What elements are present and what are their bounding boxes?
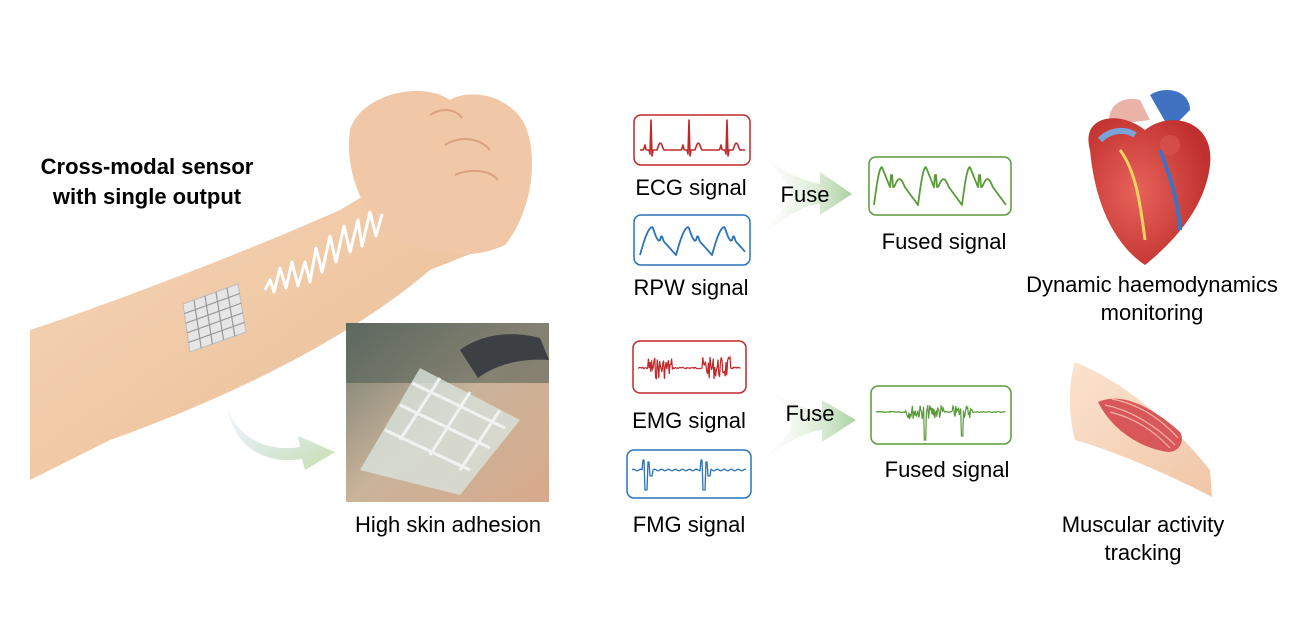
top-fuse-label: Fuse xyxy=(781,182,830,207)
top-application-line2: monitoring xyxy=(1101,300,1204,325)
ecg-label: ECG signal xyxy=(635,175,746,200)
bottom-fuse-label: Fuse xyxy=(786,401,835,426)
bottom-fused-waveform xyxy=(876,404,1006,441)
emg-waveform xyxy=(637,355,741,380)
muscle-illustration xyxy=(1069,362,1212,497)
top-fuse-arrow xyxy=(750,140,852,245)
sensor-title-line1: Cross-modal sensor xyxy=(41,154,254,179)
bottom-fused-label: Fused signal xyxy=(885,457,1010,482)
adhesion-label: High skin adhesion xyxy=(355,512,541,537)
arm-illustration xyxy=(30,91,533,480)
bottom-fused-box xyxy=(870,385,1012,445)
sensor-patch xyxy=(182,283,247,353)
rpw-waveform xyxy=(639,226,746,256)
rpw-label: RPW signal xyxy=(634,275,749,300)
bottom-fuse-arrow xyxy=(752,372,856,470)
top-fused-label: Fused signal xyxy=(882,229,1007,254)
adhesion-arrow xyxy=(228,410,335,470)
fist xyxy=(349,91,533,255)
heart-illustration xyxy=(1088,90,1211,265)
sensor-grid xyxy=(184,287,245,349)
top-application-line1: Dynamic haemodynamics xyxy=(1026,272,1278,297)
fmg-label: FMG signal xyxy=(633,512,745,537)
top-fused-waveform xyxy=(873,166,1007,206)
ecg-waveform xyxy=(640,119,745,157)
rpw-box xyxy=(633,214,751,266)
fmg-waveform xyxy=(631,459,747,491)
bottom-application-line2: tracking xyxy=(1104,540,1181,565)
arm-signal-trace xyxy=(263,210,384,294)
top-signal-group: ECG signal RPW signal Fuse Fused signal … xyxy=(633,90,1278,325)
forearm xyxy=(30,150,505,480)
bottom-application-line1: Muscular activity xyxy=(1062,512,1225,537)
bottom-signal-group: EMG signal FMG signal Fuse Fused signal … xyxy=(626,340,1225,565)
sensor-title-line2: with single output xyxy=(52,184,242,209)
top-fused-box xyxy=(868,156,1012,216)
fmg-box xyxy=(626,449,752,499)
adhesion-photo xyxy=(346,323,549,502)
emg-box xyxy=(632,340,747,394)
emg-label: EMG signal xyxy=(632,408,746,433)
